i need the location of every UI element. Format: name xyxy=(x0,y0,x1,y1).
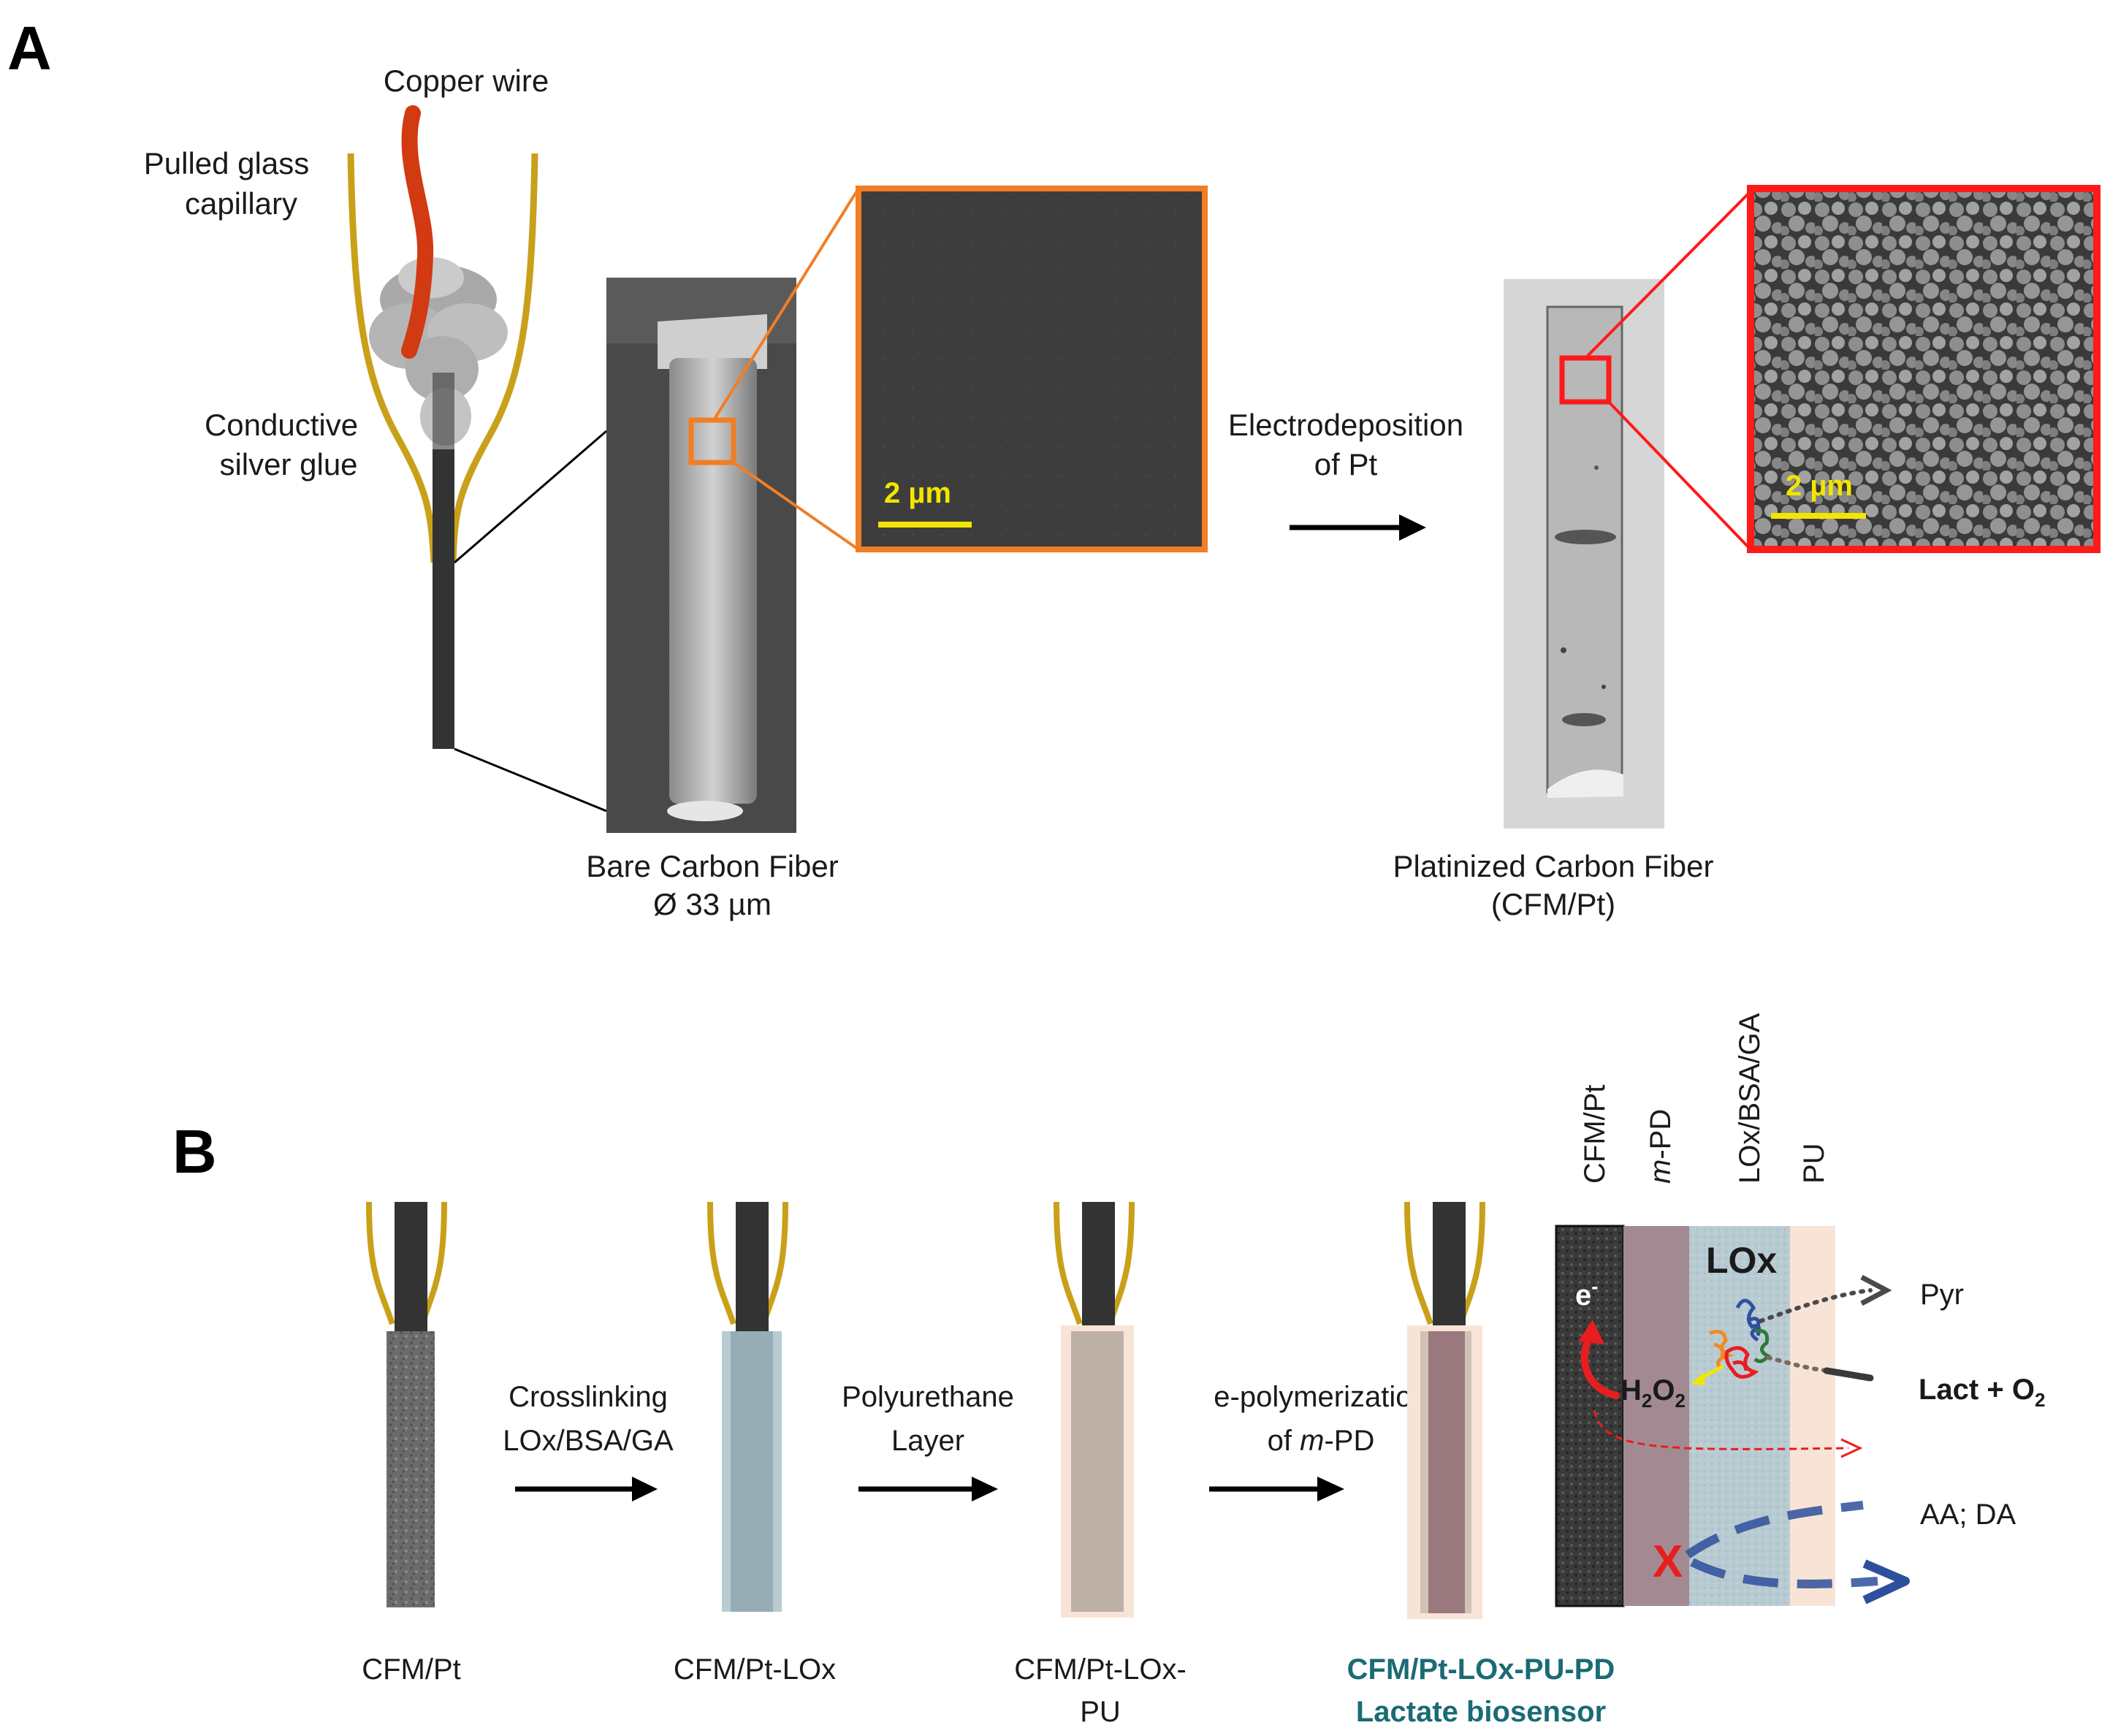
zoom-line-bottom xyxy=(454,747,607,812)
silver-glue-label-2: silver glue xyxy=(219,447,357,481)
electrode-cfm-pt-lox xyxy=(707,1201,788,1612)
orange-zoom-line-1 xyxy=(711,187,860,424)
platinized-fiber-sem-image xyxy=(1504,279,1664,829)
layer-label-mpd-pd: -PD xyxy=(1645,1109,1677,1160)
arrow1-label-1: Crosslinking xyxy=(509,1381,668,1413)
layer-label-mpd: m-PD xyxy=(1645,1109,1677,1184)
red-zoom-line-2 xyxy=(1606,399,1752,551)
step3-label-1: CFM/Pt-LOx- xyxy=(1014,1653,1187,1686)
bare-fiber-sem-image xyxy=(606,278,796,833)
bare-fiber-label-2: Ø 33 µm xyxy=(653,887,772,921)
mpd-layer xyxy=(1623,1226,1689,1606)
arrow2-label-1: Polyurethane xyxy=(842,1381,1014,1413)
blocked-x: X xyxy=(1653,1537,1683,1587)
lact-text: Lact + O xyxy=(1919,1374,2035,1406)
copper-wire xyxy=(401,105,434,359)
blocked-arrow-lower xyxy=(1690,1558,1878,1588)
electrodeposition-arrowhead xyxy=(1399,514,1426,541)
platinized-label-1: Platinized Carbon Fiber xyxy=(1393,849,1714,883)
h2o2-2b: 2 xyxy=(1675,1390,1685,1412)
red-dashed-arrow xyxy=(1593,1409,1849,1450)
layer-label-mpd-m: m xyxy=(1645,1160,1677,1184)
step4-label-2: Lactate biosensor xyxy=(1356,1696,1606,1728)
electron-e: e xyxy=(1575,1279,1591,1311)
arrow3-label-2: of m-PD xyxy=(1268,1425,1375,1457)
lox-enzyme-label: LOx xyxy=(1706,1240,1777,1281)
bare-fiber-closeup xyxy=(856,186,1208,552)
arrow3-pd: -PD xyxy=(1324,1425,1374,1457)
arrow2-head xyxy=(972,1477,998,1501)
blocked-arrowhead xyxy=(1862,1559,1910,1604)
step1-label: CFM/Pt xyxy=(362,1653,461,1686)
lact-dotted-line xyxy=(1766,1355,1829,1373)
bare-fiber-label-1: Bare Carbon Fiber xyxy=(586,849,839,883)
arrow1-label-2: LOx/BSA/GA xyxy=(503,1425,674,1457)
layer-label-pu: PU xyxy=(1798,1143,1830,1184)
step4-label-1: CFM/Pt-LOx-PU-PD xyxy=(1347,1653,1615,1686)
electrode-schematic xyxy=(347,105,538,749)
silver-glue-blob xyxy=(369,257,508,446)
step2-label: CFM/Pt-LOx xyxy=(674,1653,836,1686)
orange-zoom-line-2 xyxy=(729,459,860,551)
panel-a-letter: A xyxy=(7,14,52,83)
arrow1-head xyxy=(632,1477,658,1501)
electrode-cfm-pt-lox-pu xyxy=(1054,1201,1135,1618)
lact-sub: 2 xyxy=(2035,1389,2045,1411)
pyr-arrowhead xyxy=(1860,1274,1892,1306)
h2o2-o: O xyxy=(1652,1374,1675,1406)
copper-wire-label: Copper wire xyxy=(384,64,549,98)
h2o2-h: H xyxy=(1620,1374,1642,1406)
step3-label-2: PU xyxy=(1080,1696,1121,1728)
electron-red-arrow xyxy=(1580,1333,1620,1399)
arrow3-head xyxy=(1317,1477,1344,1501)
red-dashed-arrowhead xyxy=(1840,1438,1863,1458)
electrode-lactate-biosensor xyxy=(1404,1201,1485,1619)
scale-bar-bare-label: 2 µm xyxy=(884,477,951,509)
glass-label-1: Pulled glass xyxy=(144,146,309,180)
lact-solid-line xyxy=(1823,1367,1874,1382)
lox-enzyme-cluster xyxy=(1709,1298,1771,1379)
pu-layer xyxy=(1790,1226,1835,1606)
layer-label-lox: LOx/BSA/GA xyxy=(1734,1013,1766,1184)
pyr-dotted-arrow xyxy=(1759,1288,1873,1323)
electrode-cfm-pt xyxy=(366,1201,447,1607)
lact-label: Lact + O2 xyxy=(1919,1374,2045,1411)
arrow2-label-2: Layer xyxy=(891,1425,964,1457)
electron-sup: - xyxy=(1591,1275,1598,1298)
glass-label-2: capillary xyxy=(185,186,297,221)
platinized-closeup xyxy=(1747,185,2101,553)
platinized-label-2: (CFM/Pt) xyxy=(1491,887,1615,921)
electron-red-arrowhead xyxy=(1578,1320,1604,1344)
red-zoom-line-1 xyxy=(1582,190,1752,361)
electron-label: e- xyxy=(1575,1275,1599,1311)
electrodeposition-label-1: Electrodeposition xyxy=(1228,408,1463,442)
glass-capillary-right xyxy=(449,153,538,563)
arrow3-m: m xyxy=(1300,1425,1324,1457)
carbon-fiber-rod xyxy=(433,449,454,749)
blocked-arrow-upper xyxy=(1685,1501,1864,1558)
h2o2-yellow-arrowhead xyxy=(1691,1372,1705,1385)
silver-glue-label-1: Conductive xyxy=(205,408,358,442)
electrodeposition-label-2: of Pt xyxy=(1314,447,1378,481)
zoom-line-top xyxy=(454,430,607,564)
arrow3-label-1: e-polymerization xyxy=(1214,1381,1428,1413)
scale-bar-pt-label: 2 µm xyxy=(1786,470,1853,502)
layer-label-cfm: CFM/Pt xyxy=(1579,1084,1611,1184)
panel-b-letter: B xyxy=(172,1117,217,1186)
glass-capillary-left xyxy=(347,153,438,563)
arrow3-of: of xyxy=(1268,1425,1300,1457)
h2o2-2a: 2 xyxy=(1642,1390,1652,1412)
h2o2-label: H2O2 xyxy=(1620,1374,1686,1412)
pyr-label: Pyr xyxy=(1920,1279,1964,1311)
aa-da-label: AA; DA xyxy=(1920,1499,2016,1531)
